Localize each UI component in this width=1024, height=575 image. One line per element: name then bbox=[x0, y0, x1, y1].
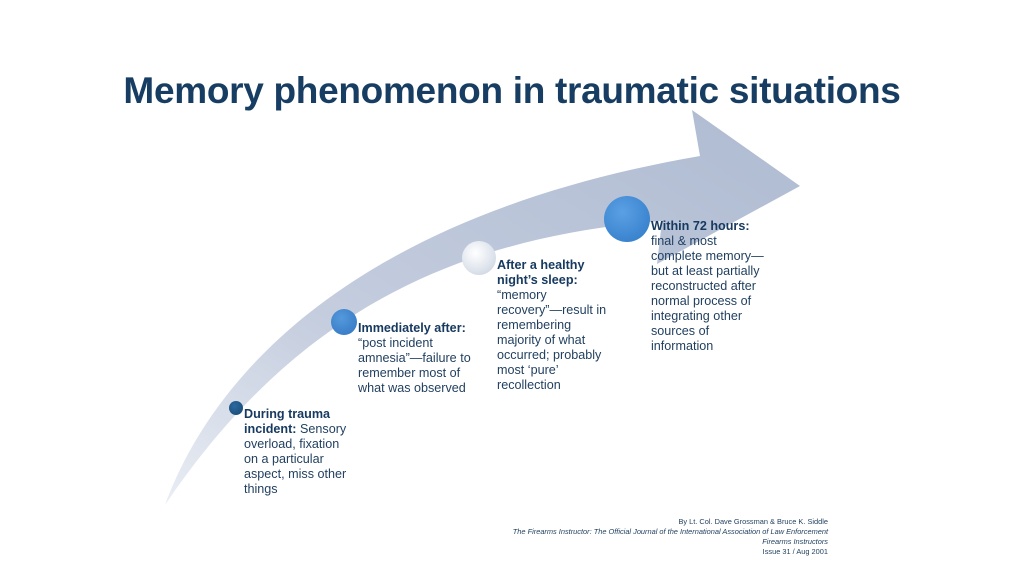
step-text: Sensory overload, fixation on a particul… bbox=[244, 422, 347, 496]
step-heading: After a healthy night’s sleep: bbox=[497, 258, 585, 287]
source-citation: By Lt. Col. Dave Grossman & Bruce K. Sid… bbox=[508, 517, 828, 557]
citation-journal: The Firearms Instructor: The Official Jo… bbox=[512, 527, 828, 546]
step-during-trauma: During trauma incident: Sensory overload… bbox=[244, 407, 354, 497]
step-2-marker bbox=[331, 309, 357, 335]
step-text: “memory recovery”—result in remembering … bbox=[497, 288, 607, 392]
step-3-marker bbox=[462, 241, 496, 275]
step-heading: Immediately after: bbox=[358, 321, 466, 335]
step-within-72-hours: Within 72 hours: final & most complete m… bbox=[651, 219, 765, 354]
step-heading: During trauma incident: bbox=[244, 407, 331, 436]
citation-authors: By Lt. Col. Dave Grossman & Bruce K. Sid… bbox=[678, 517, 828, 526]
slide-title: Memory phenomenon in traumatic situation… bbox=[123, 70, 901, 111]
step-4-marker bbox=[604, 196, 650, 242]
step-text: final & most complete memory—but at leas… bbox=[651, 234, 764, 353]
step-1-marker bbox=[229, 401, 243, 415]
step-immediately-after: Immediately after: “post incident amnesi… bbox=[358, 321, 482, 396]
step-text: “post incident amnesia”—failure to remem… bbox=[358, 336, 471, 395]
citation-issue: Issue 31 / Aug 2001 bbox=[762, 547, 828, 556]
step-heading: Within 72 hours: bbox=[651, 219, 750, 233]
step-after-sleep: After a healthy night’s sleep: “memory r… bbox=[497, 258, 609, 393]
